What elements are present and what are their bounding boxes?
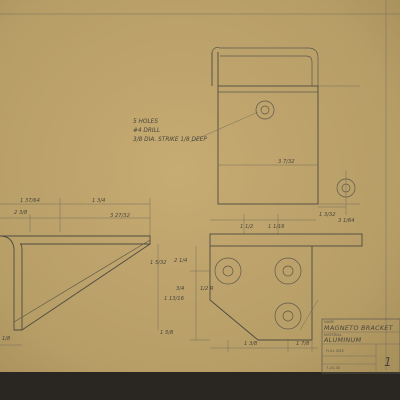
dim-top-a: 1 1/16	[268, 224, 285, 230]
dim-front-b: 1 5/32	[150, 260, 167, 266]
title-material-value: ALUMINUM	[323, 336, 362, 344]
dim-radius: 1/2 R	[200, 286, 214, 292]
paper	[0, 0, 400, 378]
left-view	[0, 198, 159, 346]
dim-side-c: 1 13/16	[164, 296, 185, 302]
dim-top-b: 1 3/4	[92, 198, 105, 204]
dim-front-c: 3 1/64	[338, 218, 355, 224]
dim-left-a: 1 37/64	[20, 198, 40, 204]
sheet-number: 1	[384, 355, 392, 369]
dim-bottom-b: 1 7/8	[296, 341, 310, 347]
callout-holes: 5 HOLES	[133, 119, 158, 125]
dim-front-a: 1 1/2	[240, 224, 253, 230]
dim-plate-offset: 1 3/32	[319, 212, 336, 218]
title-block	[321, 318, 400, 374]
title-date: 7-24-30	[326, 366, 341, 370]
title-scale: FULL SIZE	[326, 349, 345, 353]
dim-top-c: 1 5/8	[160, 330, 174, 336]
dim-side-b: 3/4	[176, 286, 184, 292]
callout-drill: #4 DRILL	[133, 128, 160, 134]
dim-corner: 1/8	[2, 336, 11, 342]
dim-plate-width: 3 7/32	[278, 159, 295, 165]
dim-left-c: 3 27/32	[110, 213, 130, 219]
dim-side-a: 2 1/4	[174, 258, 187, 264]
callout-countersink: 3/8 DIA. STRIKE 1/8 DEEP	[133, 137, 207, 143]
front-view	[190, 214, 363, 352]
dim-left-b: 2 3/8	[14, 210, 28, 216]
title-material-label: MATERIAL	[324, 333, 342, 337]
top-view	[189, 47, 360, 215]
title-name-label: NAME	[324, 320, 335, 324]
dim-bottom-a: 1 3/8	[244, 341, 258, 347]
title-name-value: MAGNETO BRACKET	[324, 324, 394, 332]
